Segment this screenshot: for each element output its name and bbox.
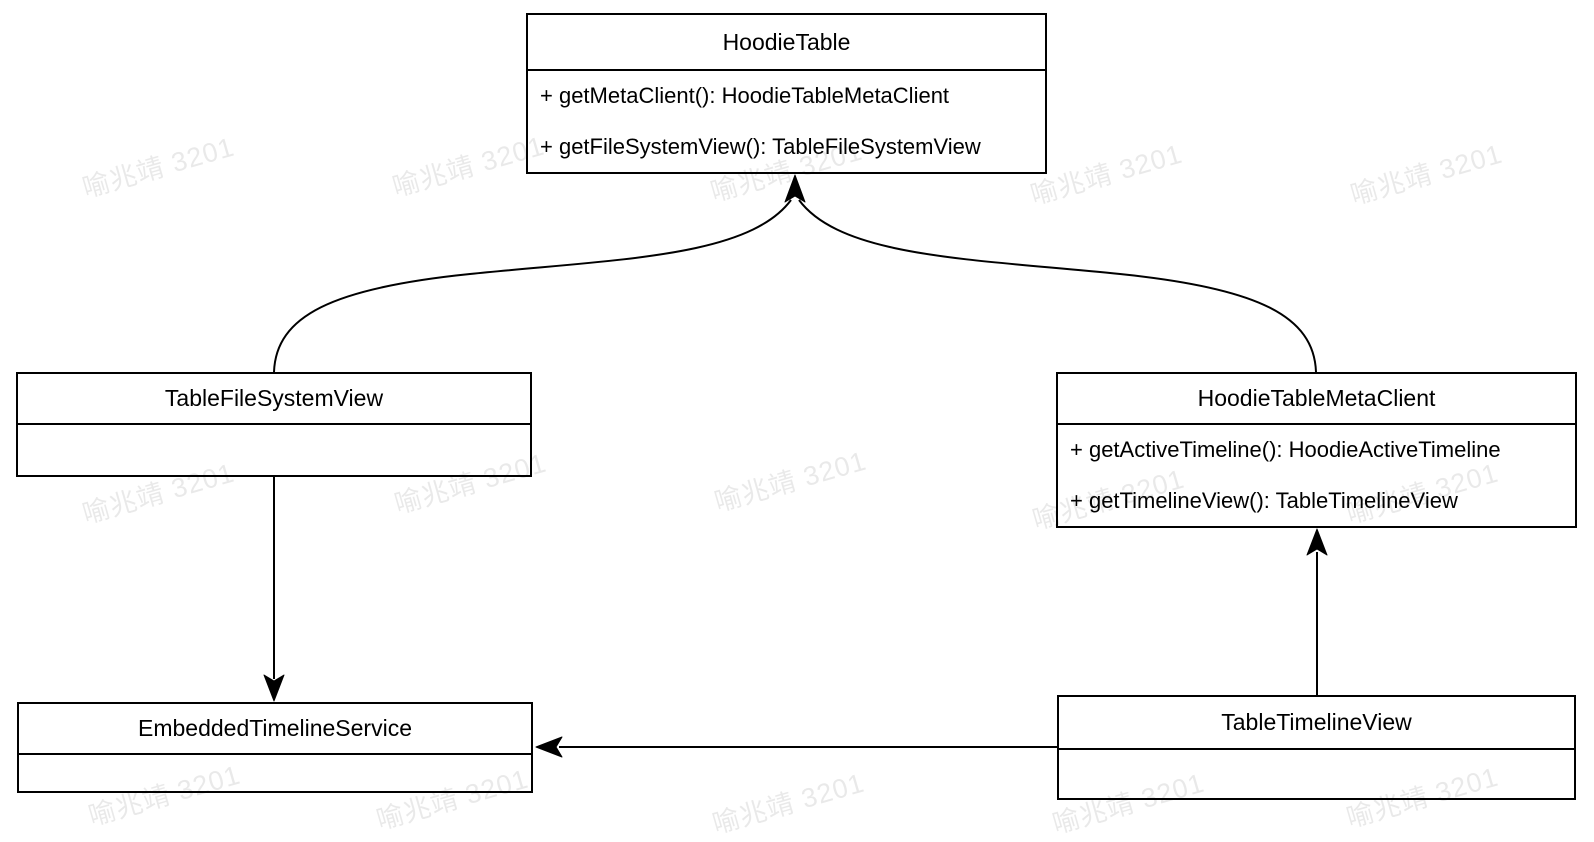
class-box-hoodietablemetaclient[interactable]: HoodieTableMetaClient + getActiveTimelin…: [1056, 372, 1577, 528]
class-title-tabletimelineview: TableTimelineView: [1059, 697, 1574, 750]
class-title-hoodietablemetaclient: HoodieTableMetaClient: [1058, 374, 1575, 425]
class-body-embeddedtimelineservice: [19, 755, 531, 791]
watermark-text: 喻兆靖 3201: [711, 445, 870, 518]
method-gettimelineview: + getTimelineView(): TableTimelineView: [1070, 487, 1458, 513]
arrowhead-up-hoodietable: [784, 174, 806, 203]
class-body-tabletimelineview: [1059, 750, 1574, 798]
watermark-text: 喻兆靖 3201: [1347, 138, 1506, 211]
class-box-embeddedtimelineservice[interactable]: EmbeddedTimelineService: [17, 702, 533, 793]
method-getactivetimeline: + getActiveTimeline(): HoodieActiveTimel…: [1070, 437, 1501, 463]
arrow-tabletimelineview-to-hoodietablemetaclient[interactable]: [1306, 528, 1328, 695]
arrow-tablefilesystemview-to-hoodietable[interactable]: [273, 199, 792, 373]
method-getfilesystemview: + getFileSystemView(): TableFileSystemVi…: [540, 133, 981, 159]
arrow-hoodietablemetaclient-to-hoodietable[interactable]: [798, 199, 1317, 373]
method-getmetaclient: + getMetaClient(): HoodieTableMetaClient: [540, 83, 950, 109]
class-box-tabletimelineview[interactable]: TableTimelineView: [1057, 695, 1576, 800]
arrow-tablefilesystemview-to-embeddedtimelineservice[interactable]: [263, 477, 285, 702]
class-box-hoodietable[interactable]: HoodieTable + getMetaClient(): HoodieTab…: [526, 13, 1047, 174]
class-body-hoodietablemetaclient: + getActiveTimeline(): HoodieActiveTimel…: [1058, 425, 1575, 526]
class-body-hoodietable: + getMetaClient(): HoodieTableMetaClient…: [528, 71, 1045, 172]
arrow-tabletimelineview-to-embeddedtimelineservice[interactable]: [535, 736, 1057, 758]
class-title-hoodietable: HoodieTable: [528, 15, 1045, 71]
class-box-tablefilesystemview[interactable]: TableFileSystemView: [16, 372, 532, 477]
class-body-tablefilesystemview: [18, 425, 530, 475]
diagram-canvas: HoodieTable + getMetaClient(): HoodieTab…: [16, 13, 1577, 840]
watermark-text: 喻兆靖 3201: [709, 767, 868, 840]
watermark-text: 喻兆靖 3201: [1027, 138, 1186, 211]
class-title-tablefilesystemview: TableFileSystemView: [18, 374, 530, 425]
class-title-embeddedtimelineservice: EmbeddedTimelineService: [19, 704, 531, 755]
watermark-text: 喻兆靖 3201: [79, 131, 238, 204]
